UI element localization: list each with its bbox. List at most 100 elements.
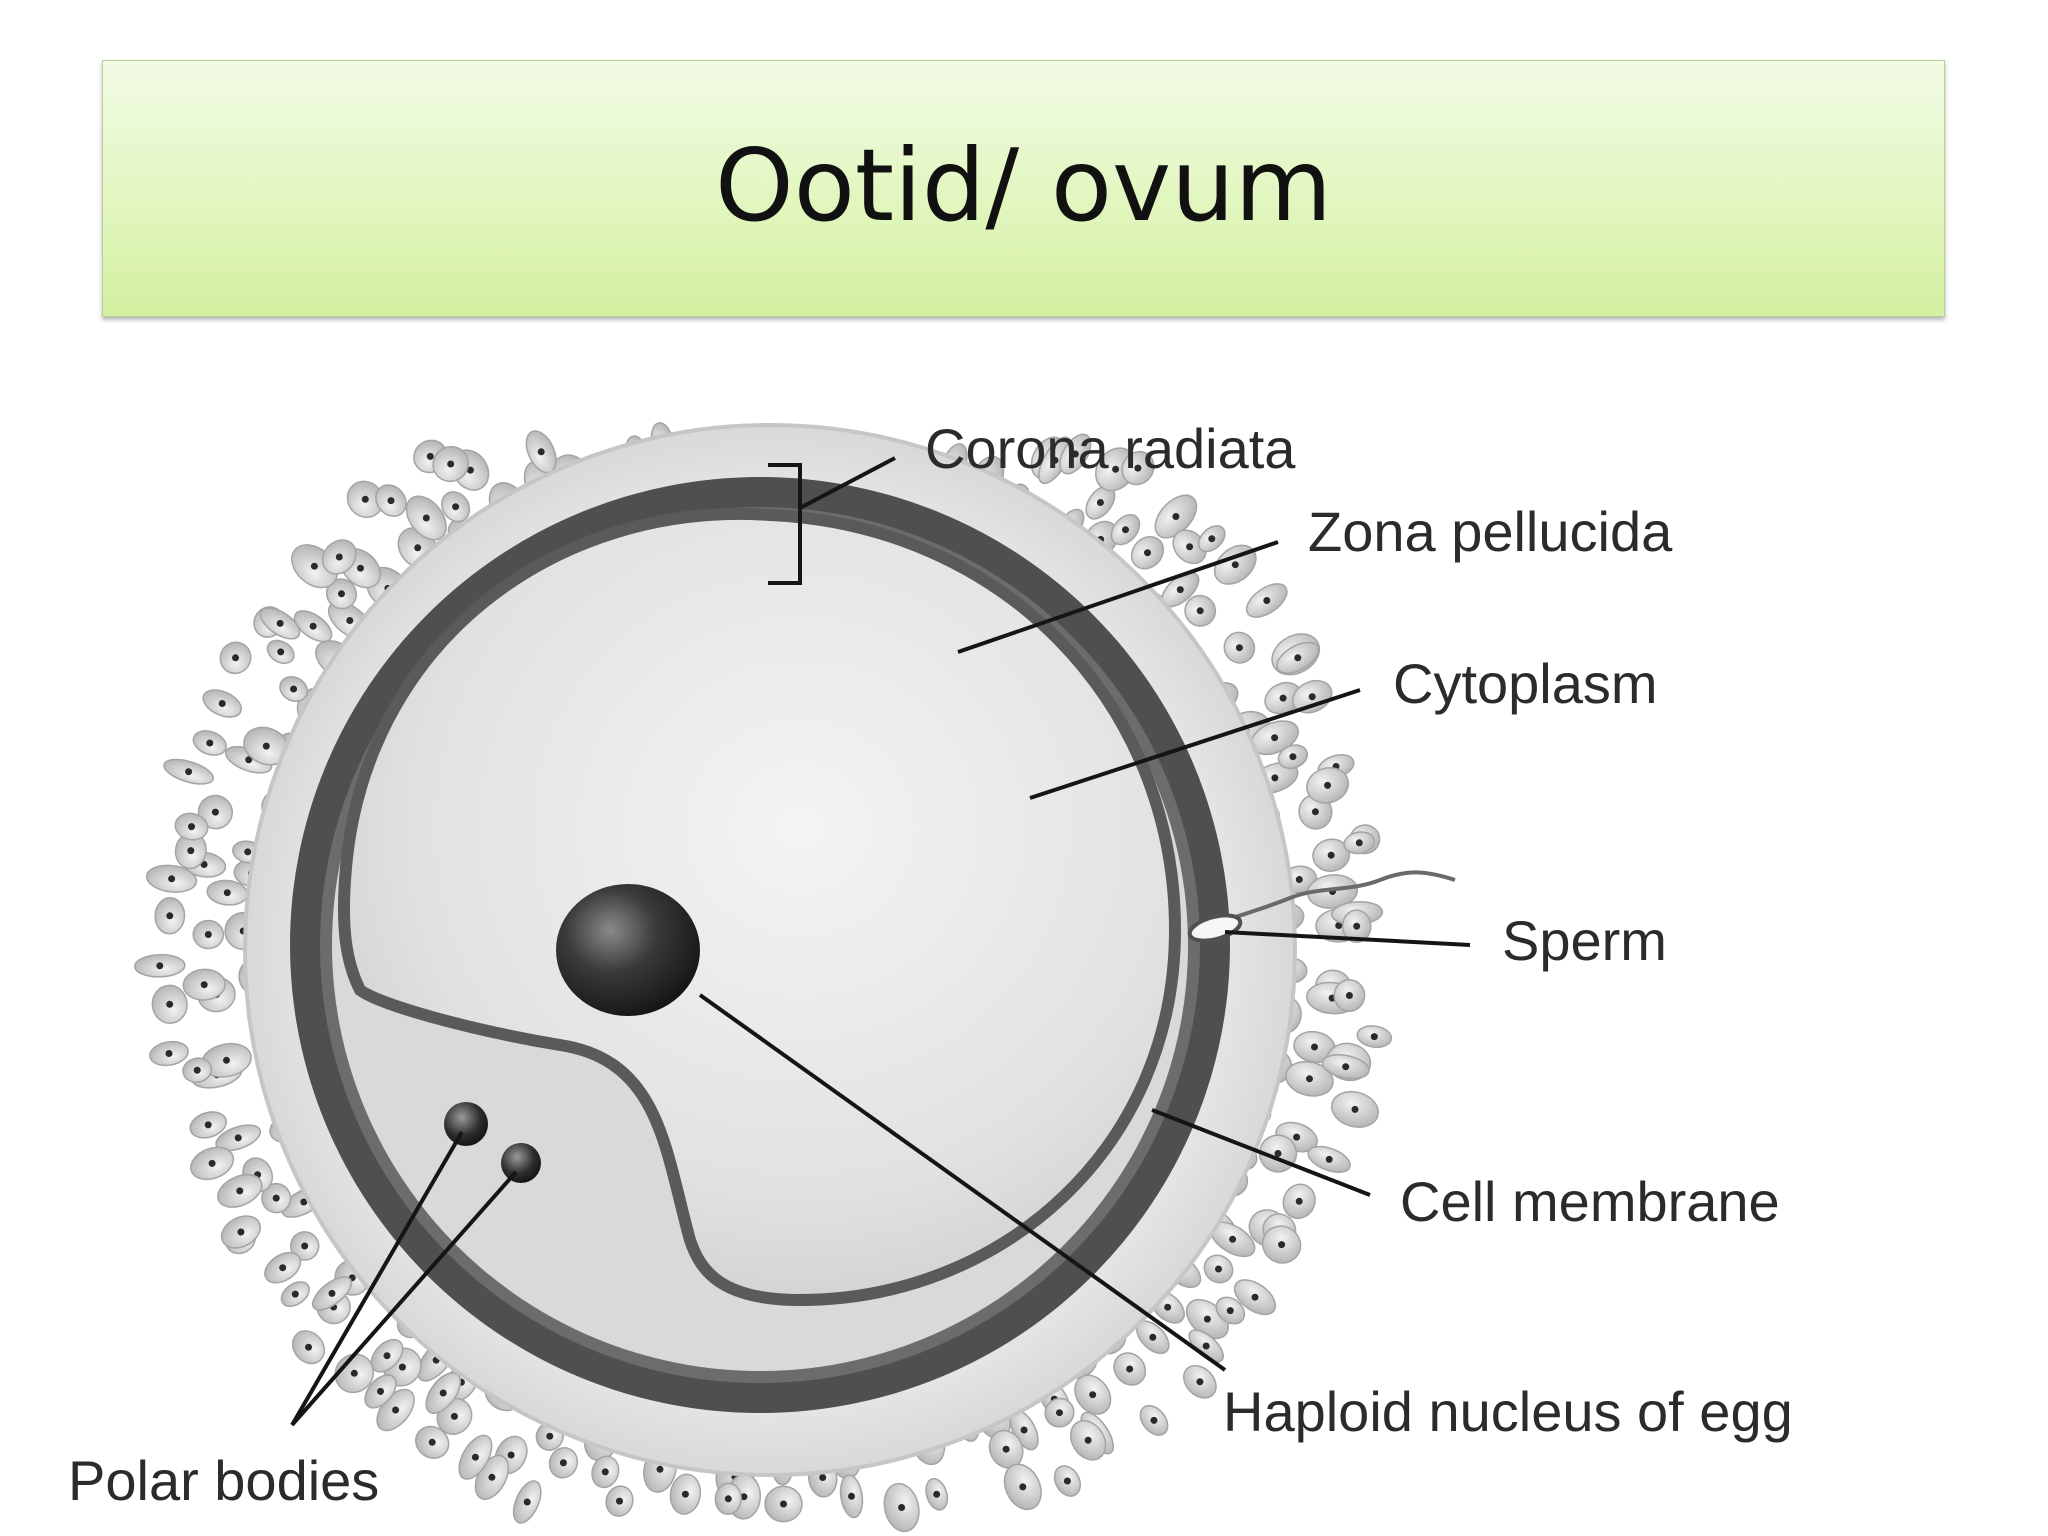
corona-cell-nucleus <box>204 1121 212 1129</box>
corona-cell-nucleus <box>1345 992 1353 999</box>
label-polar-bodies: Polar bodies <box>68 1449 379 1512</box>
corona-cell-nucleus <box>204 931 212 938</box>
corona-cell-nucleus <box>656 1465 664 1473</box>
corona-cell-nucleus <box>1295 876 1303 883</box>
corona-cell-nucleus <box>291 1290 299 1298</box>
cytoplasm <box>337 507 1182 1307</box>
corona-cell-nucleus <box>488 1473 496 1481</box>
corona-cell-nucleus <box>1353 922 1361 930</box>
corona-cell-nucleus <box>279 1264 287 1272</box>
corona-cell-nucleus <box>262 742 270 750</box>
corona-cell-nucleus <box>236 1187 244 1195</box>
corona-cell-nucleus <box>439 1389 447 1397</box>
corona-cell-nucleus <box>1202 1342 1210 1350</box>
corona-cell-nucleus <box>377 1387 384 1395</box>
corona-cell-nucleus <box>1295 1197 1303 1205</box>
corona-leader <box>799 456 896 510</box>
corona-cell-nucleus <box>1229 1235 1237 1243</box>
corona-cell-nucleus <box>166 912 174 920</box>
corona-cell-nucleus <box>193 1066 201 1074</box>
corona-cell-nucleus <box>898 1504 906 1511</box>
corona-cell-nucleus <box>1186 543 1194 551</box>
slide-title: Ootid/ ovum <box>715 127 1332 244</box>
corona-cell-nucleus <box>780 1500 787 1508</box>
corona-cell-nucleus <box>414 544 422 552</box>
corona-cell-nucleus <box>452 503 460 511</box>
corona-cell-nucleus <box>188 823 195 831</box>
corona-cell-nucleus <box>346 617 354 624</box>
corona-cell-nucleus <box>156 962 164 970</box>
corona-cell-nucleus <box>1150 1416 1158 1424</box>
corona-cell-nucleus <box>507 1451 515 1459</box>
corona-cell-nucleus <box>1271 734 1279 742</box>
corona-cell-nucleus <box>1324 781 1332 789</box>
corona-cell-nucleus <box>1063 1477 1071 1485</box>
corona-cell-nucleus <box>1084 1436 1092 1444</box>
label-cytoplasm: Cytoplasm <box>1393 652 1658 715</box>
corona-cell-nucleus <box>398 1363 406 1371</box>
corona-cell-nucleus <box>1351 1105 1359 1113</box>
corona-cell-nucleus <box>601 1468 609 1476</box>
corona-cell-nucleus <box>1311 1043 1318 1051</box>
sperm-leader <box>1224 930 1471 947</box>
haploid-nucleus <box>556 884 700 1016</box>
corona-cell-nucleus <box>426 452 434 460</box>
corona-cell-nucleus <box>206 739 214 747</box>
corona-cell-nucleus <box>200 981 208 989</box>
corona-cell-nucleus <box>1274 1150 1282 1157</box>
corona-cell-nucleus <box>1122 526 1129 534</box>
corona-cell-nucleus <box>335 553 343 561</box>
corona-cell-nucleus <box>223 1056 230 1064</box>
corona-cell-nucleus <box>1370 1033 1378 1041</box>
corona-cell-nucleus <box>428 1438 436 1446</box>
corona-cell-nucleus <box>1149 1333 1157 1341</box>
corona-cell-nucleus <box>387 497 395 505</box>
corona-cell-nucleus <box>1020 1426 1028 1434</box>
corona-cell-nucleus <box>232 654 239 662</box>
corona-cell-nucleus <box>1327 851 1335 859</box>
corona-cell-nucleus <box>740 1493 748 1501</box>
corona-cell-nucleus <box>466 466 474 474</box>
corona-cell-nucleus <box>1203 1315 1211 1323</box>
corona-cell-nucleus <box>234 1134 242 1142</box>
corona-cell-nucleus <box>338 590 345 598</box>
corona-cell-nucleus <box>1112 465 1120 473</box>
corona-cell-nucleus <box>218 700 226 707</box>
sperm-cell <box>1187 870 1456 943</box>
corona-cell-nucleus <box>187 847 195 855</box>
corona-cell-nucleus <box>272 1194 280 1202</box>
label-cell-membrane: Cell membrane <box>1400 1170 1780 1233</box>
corona-cell-nucleus <box>301 1242 309 1250</box>
corona-cell-nucleus <box>309 622 317 630</box>
corona-cell-nucleus <box>245 756 253 764</box>
polar-body-1 <box>444 1102 488 1146</box>
corona-cell-nucleus <box>1231 561 1239 569</box>
corona-cell-nucleus <box>848 1492 855 1500</box>
corona-cell-nucleus <box>211 808 219 816</box>
corona-cell-nucleus <box>1196 607 1204 615</box>
corona-cell-nucleus <box>185 768 193 776</box>
corona-cell-nucleus <box>1056 1409 1063 1417</box>
label-corona-radiata: Corona radiata <box>925 417 1296 480</box>
corona-cell-nucleus <box>1293 1133 1301 1141</box>
corona-cell-nucleus <box>1278 1241 1286 1249</box>
zona-leader <box>957 540 1279 654</box>
corona-cell-nucleus <box>1172 513 1180 520</box>
label-zona-pellucida: Zona pellucida <box>1308 500 1673 563</box>
corona-cell-nucleus <box>1279 694 1287 702</box>
corona-cell-nucleus <box>1263 597 1271 604</box>
polar-body-2 <box>501 1143 541 1183</box>
leader-lines <box>290 456 1471 1427</box>
corona-cell-nucleus <box>559 1459 567 1467</box>
corona-cell-nucleus <box>300 1198 308 1206</box>
corona-cell-nucleus <box>450 1412 458 1420</box>
corona-cell-nucleus <box>168 875 176 883</box>
corona-cell-nucleus <box>724 1495 732 1503</box>
corona-cell-nucleus <box>1164 1303 1172 1311</box>
corona-cell-nucleus <box>537 448 545 456</box>
corona-cell-nucleus <box>305 1343 312 1351</box>
corona-cell-nucleus <box>819 1474 827 1481</box>
corona-cell-nucleus <box>1271 774 1279 782</box>
corona-cell-nucleus <box>1071 450 1079 458</box>
